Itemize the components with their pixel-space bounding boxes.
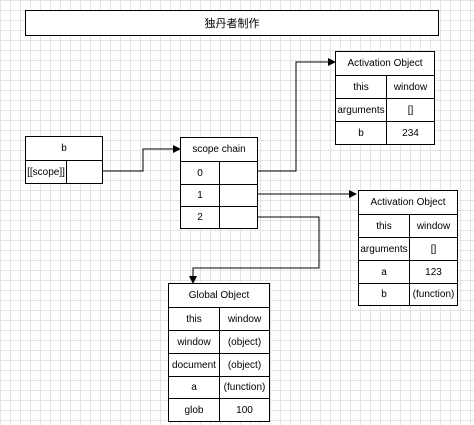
global-key: document	[169, 353, 219, 376]
scope-chain-slot-2	[219, 206, 257, 228]
title-bar: 独丹者制作	[25, 10, 439, 36]
global-value: (object)	[219, 330, 269, 353]
activation-a-key: a	[359, 260, 409, 283]
activation-a-value: (function)	[409, 283, 457, 305]
b-scope-value	[66, 160, 102, 183]
global-value: (function)	[219, 376, 269, 398]
activation-object-b: Activation Object this window arguments …	[335, 51, 435, 145]
activation-a-key: b	[359, 283, 409, 305]
global-object-header: Global Object	[188, 290, 250, 301]
global-key: a	[169, 376, 219, 398]
scope-chain-slot-0	[219, 161, 257, 184]
global-key: window	[169, 330, 219, 353]
activation-b-header: Activation Object	[347, 58, 423, 69]
b-box-header: b	[61, 143, 67, 154]
global-value: window	[219, 307, 269, 330]
b-scope-field: [[scope]]	[26, 160, 66, 183]
activation-b-key: this	[336, 75, 386, 98]
activation-object-a: Activation Object this window arguments …	[358, 190, 458, 306]
arrow-chain2-to-global	[189, 216, 320, 284]
global-key: glob	[169, 398, 219, 421]
activation-a-value: window	[409, 214, 457, 237]
diagram-title: 独丹者制作	[204, 18, 260, 30]
global-value: (object)	[219, 353, 269, 376]
activation-b-value: window	[386, 75, 434, 98]
scope-chain-index-1: 1	[181, 184, 219, 206]
activation-b-key: arguments	[336, 98, 386, 121]
activation-a-key: arguments	[359, 237, 409, 260]
global-value: 100	[219, 398, 269, 421]
global-object: Global Object this window window (object…	[168, 283, 270, 422]
activation-b-key: b	[336, 121, 386, 144]
b-function-box: b [[scope]]	[25, 136, 103, 184]
activation-a-value: 123	[409, 260, 457, 283]
scope-chain-header: scope chain	[192, 144, 246, 155]
activation-a-value: []	[409, 237, 457, 260]
activation-a-key: this	[359, 214, 409, 237]
global-key: this	[169, 307, 219, 330]
arrow-scope-to-chain	[103, 145, 181, 172]
activation-b-value: []	[386, 98, 434, 121]
scope-chain-slot-1	[219, 184, 257, 206]
scope-chain-box: scope chain 0 1 2	[180, 137, 258, 229]
activation-a-header: Activation Object	[370, 197, 446, 208]
scope-chain-index-2: 2	[181, 206, 219, 228]
arrow-chain0-to-activation1	[258, 58, 336, 172]
scope-chain-index-0: 0	[181, 161, 219, 184]
activation-b-value: 234	[386, 121, 434, 144]
